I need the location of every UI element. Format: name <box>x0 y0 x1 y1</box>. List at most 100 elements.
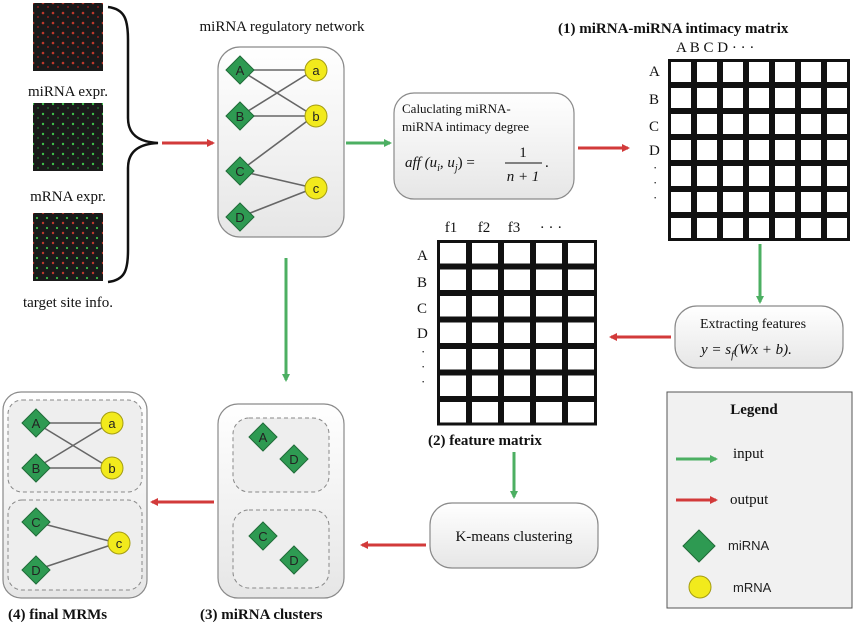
svg-text:c: c <box>116 536 123 551</box>
svg-text:n + 1: n + 1 <box>507 169 540 185</box>
grid-cell <box>801 166 821 186</box>
target-site-label: target site info. <box>23 295 113 311</box>
grid-cell <box>749 62 769 82</box>
grid-cell <box>723 88 743 108</box>
svg-text:·: · <box>421 344 425 359</box>
grid-cell <box>568 296 594 317</box>
mrm-node-a: a <box>100 411 124 435</box>
grid-cell <box>827 62 847 82</box>
svg-text:B: B <box>236 109 245 124</box>
grid-cell <box>536 349 562 370</box>
grid-cell <box>440 349 466 370</box>
cluster-node-A: A <box>248 422 278 452</box>
clusters-panel: A D C D <box>217 403 345 599</box>
legend-input-label: input <box>733 446 765 462</box>
grid-cell <box>827 140 847 160</box>
cluster-node-D: D <box>279 545 309 575</box>
network-panel: A B C D a b c <box>217 46 345 238</box>
svg-text:A: A <box>236 63 245 78</box>
feature-matrix-title: (2) feature matrix <box>428 433 542 449</box>
grid-cell <box>827 114 847 134</box>
grid-cell <box>697 218 717 238</box>
svg-text:D: D <box>235 210 244 225</box>
cluster-node-B: D <box>279 444 309 474</box>
svg-text:a: a <box>108 416 116 431</box>
grid-cell <box>440 269 466 290</box>
grid-cell <box>749 114 769 134</box>
grid-cell <box>504 322 530 343</box>
grid-cell <box>671 166 691 186</box>
mirna-expr-label: miRNA expr. <box>28 84 108 100</box>
grid-cell <box>723 192 743 212</box>
mrm-node-D: D <box>21 555 51 585</box>
mrna-node-b: b <box>304 104 328 128</box>
grid-cell <box>568 269 594 290</box>
mirna-node-C: C <box>225 156 255 186</box>
input-images: miRNA expr. mRNA expr. target site info. <box>23 3 159 311</box>
cluster-node-C: C <box>248 521 278 551</box>
mrna-microarray-image <box>33 103 103 171</box>
grid-cell <box>568 349 594 370</box>
grid-cell <box>671 88 691 108</box>
intimacy-matrix-title: (1) miRNA-miRNA intimacy matrix <box>558 21 789 37</box>
grid-cell <box>536 269 562 290</box>
network-title: miRNA regulatory network <box>200 19 365 35</box>
grid-cell <box>504 269 530 290</box>
grid-cell <box>775 166 795 186</box>
target-site-image <box>33 213 103 281</box>
grid-cell <box>749 88 769 108</box>
svg-text:·: · <box>421 374 425 389</box>
svg-text:·: · <box>653 190 657 205</box>
network-edges <box>239 69 315 218</box>
svg-text:A: A <box>649 64 660 80</box>
grid-cell <box>671 114 691 134</box>
legend-title: Legend <box>730 402 778 418</box>
svg-text:D: D <box>417 326 428 342</box>
grid-cell <box>723 114 743 134</box>
grid-cell <box>697 140 717 160</box>
legend-mirna-label: miRNA <box>728 538 769 553</box>
grid-cell <box>440 296 466 317</box>
svg-text:D: D <box>289 452 298 467</box>
grid-cell <box>472 375 498 396</box>
grid-cell <box>827 166 847 186</box>
grid-cell <box>775 218 795 238</box>
grid-cell <box>827 88 847 108</box>
intimacy-line2: miRNA intimacy degree <box>402 119 529 134</box>
grid-cell <box>775 62 795 82</box>
grid-cell <box>504 243 530 264</box>
grid-cell <box>504 402 530 423</box>
grid-cell <box>775 140 795 160</box>
grid-cell <box>472 322 498 343</box>
grid-cell <box>827 192 847 212</box>
grid-cell <box>472 402 498 423</box>
extract-features-label: Extracting features <box>700 317 806 332</box>
input-brace <box>107 5 159 284</box>
cluster-group-1 <box>232 417 330 493</box>
grid-cell <box>440 375 466 396</box>
mrms-title: (4) final MRMs <box>8 607 107 623</box>
grid-cell <box>697 88 717 108</box>
grid-cell <box>801 218 821 238</box>
mrna-node-c: c <box>304 176 328 200</box>
intimacy-matrix-col-header: A B C D · · · <box>676 40 754 56</box>
grid-cell <box>827 218 847 238</box>
grid-cell <box>801 88 821 108</box>
svg-text:B: B <box>32 461 41 476</box>
grid-cell <box>568 402 594 423</box>
svg-text:· · ·: · · · <box>540 220 563 236</box>
legend-mirna-symbol <box>682 529 716 563</box>
grid-cell <box>536 243 562 264</box>
feature-matrix-col-labels: f1 f2 f3 · · · <box>445 220 563 236</box>
grid-cell <box>671 192 691 212</box>
grid-cell <box>671 140 691 160</box>
cluster-group-2 <box>232 509 330 589</box>
legend-mrna-label: mRNA <box>733 580 772 595</box>
mirna-node-A: A <box>225 55 255 85</box>
svg-text:f2: f2 <box>478 220 491 236</box>
svg-text:C: C <box>649 119 659 135</box>
grid-cell <box>472 269 498 290</box>
extract-features-box: Extracting features y = sf(Wx + b). <box>674 305 844 369</box>
svg-text:C: C <box>258 529 267 544</box>
mirna-microarray-image <box>33 3 103 71</box>
